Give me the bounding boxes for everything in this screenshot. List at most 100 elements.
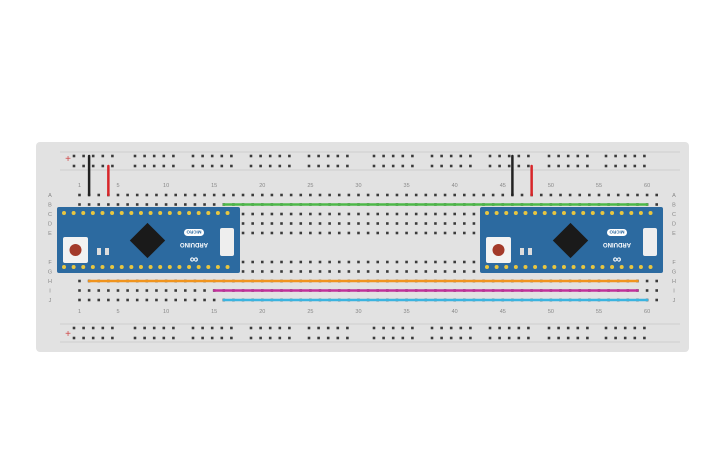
rail-hole[interactable] [259, 336, 262, 340]
hole[interactable] [405, 193, 408, 197]
hole[interactable] [241, 193, 245, 197]
rail-hole[interactable] [498, 154, 501, 158]
rail-hole[interactable] [507, 326, 511, 330]
hole[interactable] [463, 270, 466, 273]
hole[interactable] [328, 222, 331, 225]
hole[interactable] [222, 193, 226, 197]
rail-hole[interactable] [201, 154, 204, 158]
hole[interactable] [386, 193, 389, 197]
hole[interactable] [107, 298, 110, 302]
hole[interactable] [424, 212, 428, 216]
rail-hole[interactable] [449, 326, 453, 330]
hole[interactable] [318, 270, 322, 273]
hole[interactable] [472, 212, 476, 216]
rail-hole[interactable] [230, 164, 233, 168]
hole[interactable] [424, 231, 428, 235]
hole[interactable] [539, 193, 543, 197]
rail-hole[interactable] [527, 326, 530, 330]
rail-hole[interactable] [288, 326, 291, 330]
hole[interactable] [414, 193, 418, 197]
hole[interactable] [107, 203, 110, 206]
hole[interactable] [145, 193, 149, 197]
rail-hole[interactable] [411, 336, 414, 340]
hole[interactable] [251, 212, 254, 216]
hole[interactable] [366, 193, 370, 197]
hole[interactable] [145, 203, 149, 206]
rail-hole[interactable] [547, 326, 551, 330]
hole[interactable] [260, 270, 264, 273]
rail-hole[interactable] [411, 164, 414, 168]
rail-hole[interactable] [152, 326, 156, 330]
hole[interactable] [289, 222, 293, 225]
hole[interactable] [203, 203, 206, 206]
rail-hole[interactable] [527, 154, 530, 158]
rail-hole[interactable] [411, 326, 414, 330]
rail-hole[interactable] [604, 336, 608, 340]
rail-hole[interactable] [401, 154, 405, 158]
rail-hole[interactable] [191, 154, 195, 158]
rail-hole[interactable] [210, 326, 214, 330]
rail-hole[interactable] [459, 164, 463, 168]
rail-hole[interactable] [411, 154, 414, 158]
rail-hole[interactable] [152, 164, 156, 168]
rail-hole[interactable] [633, 164, 637, 168]
hole[interactable] [164, 298, 168, 302]
hole[interactable] [337, 212, 341, 216]
rail-hole[interactable] [143, 164, 146, 168]
hole[interactable] [164, 203, 168, 206]
hole[interactable] [145, 289, 149, 292]
rail-hole[interactable] [91, 164, 95, 168]
hole[interactable] [424, 193, 428, 197]
hole[interactable] [405, 212, 408, 216]
rail-hole[interactable] [459, 326, 463, 330]
rail-hole[interactable] [143, 154, 146, 158]
hole[interactable] [289, 212, 293, 216]
hole[interactable] [655, 298, 658, 302]
hole[interactable] [78, 203, 81, 206]
hole[interactable] [366, 260, 370, 264]
hole[interactable] [443, 222, 447, 225]
hole[interactable] [309, 270, 312, 273]
hole[interactable] [299, 260, 303, 264]
hole[interactable] [472, 270, 476, 273]
hole[interactable] [116, 203, 120, 206]
rail-hole[interactable] [576, 164, 580, 168]
hole[interactable] [357, 212, 360, 216]
rail-hole[interactable] [566, 164, 570, 168]
hole[interactable] [386, 260, 389, 264]
rail-hole[interactable] [201, 336, 204, 340]
hole[interactable] [453, 212, 456, 216]
hole[interactable] [434, 212, 437, 216]
rail-hole[interactable] [191, 164, 195, 168]
hole[interactable] [414, 212, 418, 216]
hole[interactable] [376, 212, 380, 216]
rail-hole[interactable] [210, 154, 214, 158]
hole[interactable] [193, 203, 197, 206]
hole[interactable] [251, 222, 254, 225]
hole[interactable] [376, 222, 380, 225]
rail-hole[interactable] [210, 336, 214, 340]
rail-hole[interactable] [586, 154, 589, 158]
rail-hole[interactable] [91, 336, 95, 340]
hole[interactable] [289, 260, 293, 264]
rail-hole[interactable] [249, 336, 253, 340]
rail-hole[interactable] [382, 164, 385, 168]
hole[interactable] [184, 193, 187, 197]
hole[interactable] [155, 193, 158, 197]
hole[interactable] [376, 193, 380, 197]
hole[interactable] [347, 260, 351, 264]
rail-hole[interactable] [82, 154, 85, 158]
hole[interactable] [241, 270, 245, 273]
rail-hole[interactable] [307, 164, 311, 168]
rail-hole[interactable] [336, 326, 340, 330]
rail-hole[interactable] [576, 154, 580, 158]
hole[interactable] [135, 193, 139, 197]
rail-hole[interactable] [430, 164, 434, 168]
hole[interactable] [232, 193, 235, 197]
hole[interactable] [357, 270, 360, 273]
hole[interactable] [309, 193, 312, 197]
hole[interactable] [414, 270, 418, 273]
hole[interactable] [337, 260, 341, 264]
hole[interactable] [645, 193, 649, 197]
rail-hole[interactable] [459, 154, 463, 158]
